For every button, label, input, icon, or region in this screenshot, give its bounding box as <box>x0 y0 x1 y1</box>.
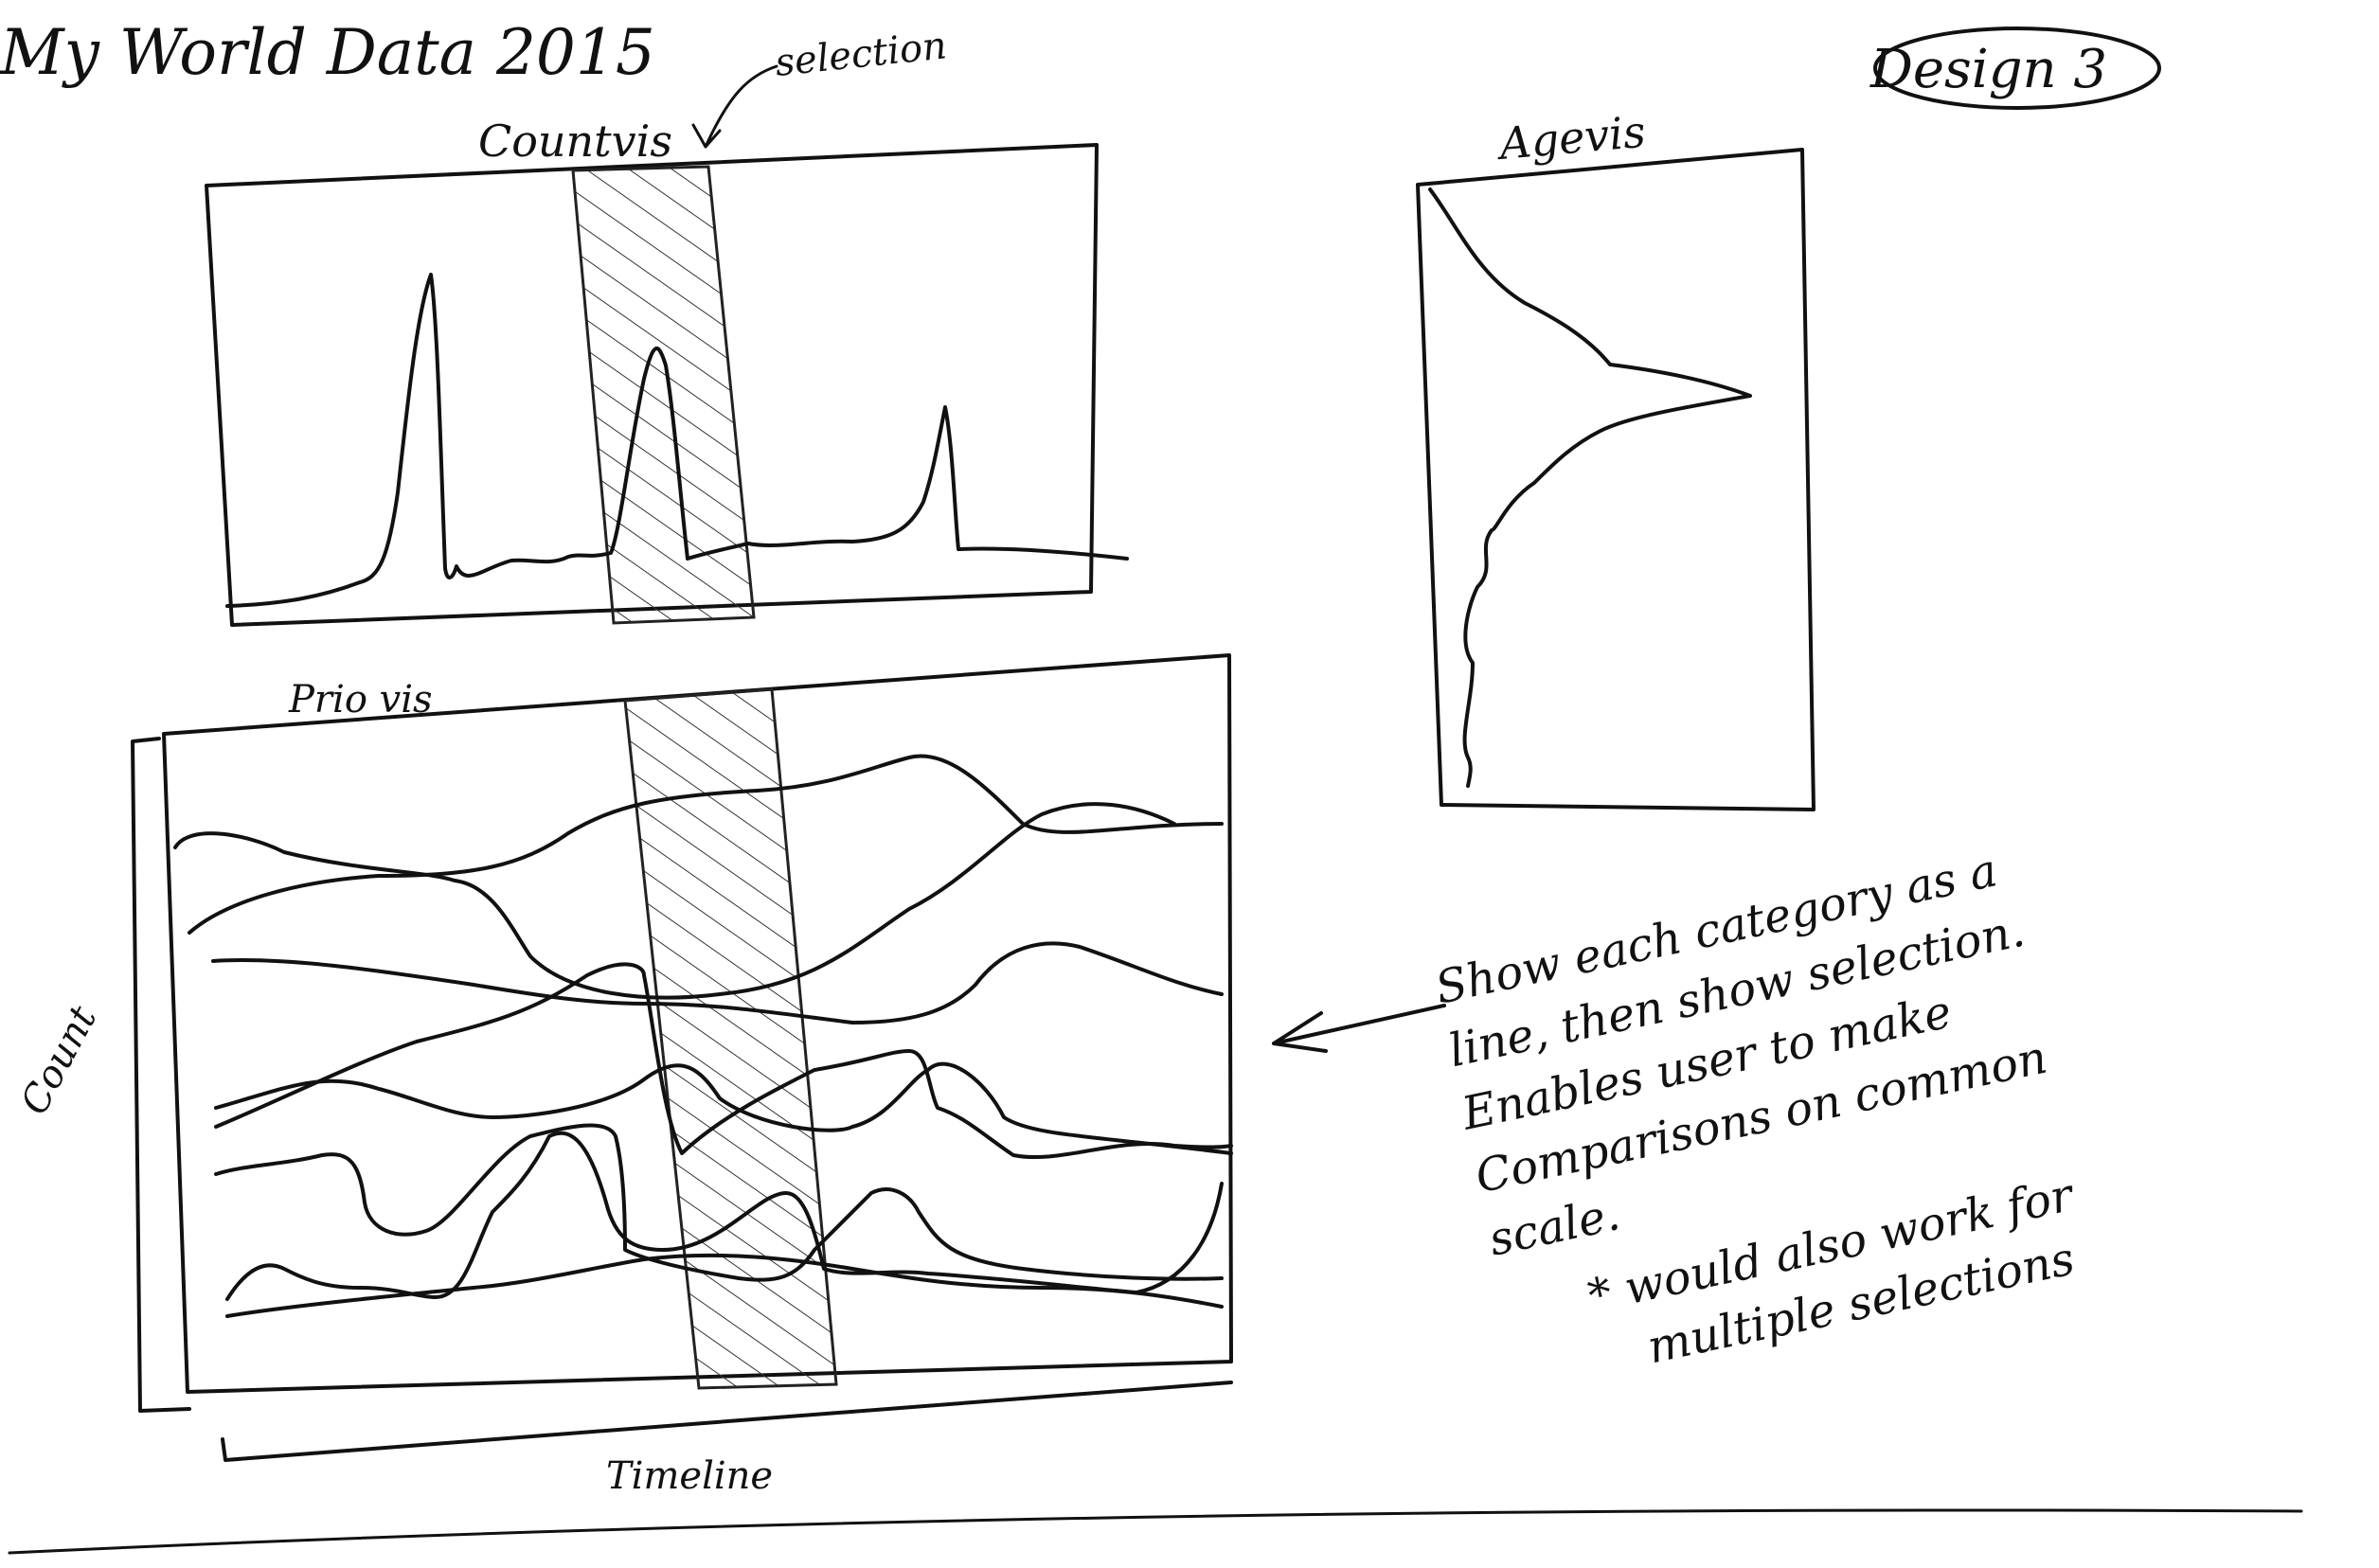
count-vis-selection-band <box>571 165 756 625</box>
annotation-arrow <box>1272 1004 1446 1053</box>
bottom-separator <box>8 1508 2303 1555</box>
count-vis-panel: Countvis selection <box>205 24 1129 627</box>
age-vis-line <box>1428 187 1752 788</box>
annotation-text-block: Show each category as a line, then show … <box>1431 844 2081 1374</box>
selection-callout-arrow <box>691 64 778 149</box>
category-line <box>188 754 1224 935</box>
prio-vis-x-axis <box>221 1381 1233 1462</box>
annotation: Show each category as a line, then show … <box>1272 844 2081 1374</box>
count-vis-line <box>225 273 1129 608</box>
category-line <box>214 1123 1224 1282</box>
age-vis-label: Agevis <box>1494 106 1647 170</box>
category-line <box>225 1131 1224 1301</box>
count-vis-frame <box>205 143 1099 627</box>
annotation-line-5: scale. <box>1484 1187 1624 1267</box>
category-line <box>173 802 1176 1000</box>
badge-ellipse <box>1873 27 2161 110</box>
selection-callout-label: selection <box>773 24 949 85</box>
badge-label: Design 3 <box>1869 39 2107 100</box>
y-axis-label: Count <box>12 998 105 1121</box>
category-line <box>214 1061 1233 1155</box>
prio-vis-frame <box>162 653 1233 1394</box>
age-vis-panel: Agevis <box>1416 106 1816 811</box>
prio-vis-y-axis <box>131 737 191 1413</box>
age-vis-frame <box>1416 148 1816 811</box>
category-line <box>225 1253 1224 1318</box>
page-title: My World Data 2015 <box>0 16 655 89</box>
category-line <box>211 941 1224 1025</box>
prio-vis-selection-band <box>623 687 838 1390</box>
category-lines <box>173 754 1233 1318</box>
count-vis-label: Countvis <box>478 116 672 167</box>
prio-vis-panel: Prio vis Count Timeline <box>12 653 1233 1498</box>
design-badge: Design 3 <box>1869 27 2161 110</box>
category-line <box>214 962 1233 1160</box>
x-axis-label: Timeline <box>606 1454 773 1498</box>
